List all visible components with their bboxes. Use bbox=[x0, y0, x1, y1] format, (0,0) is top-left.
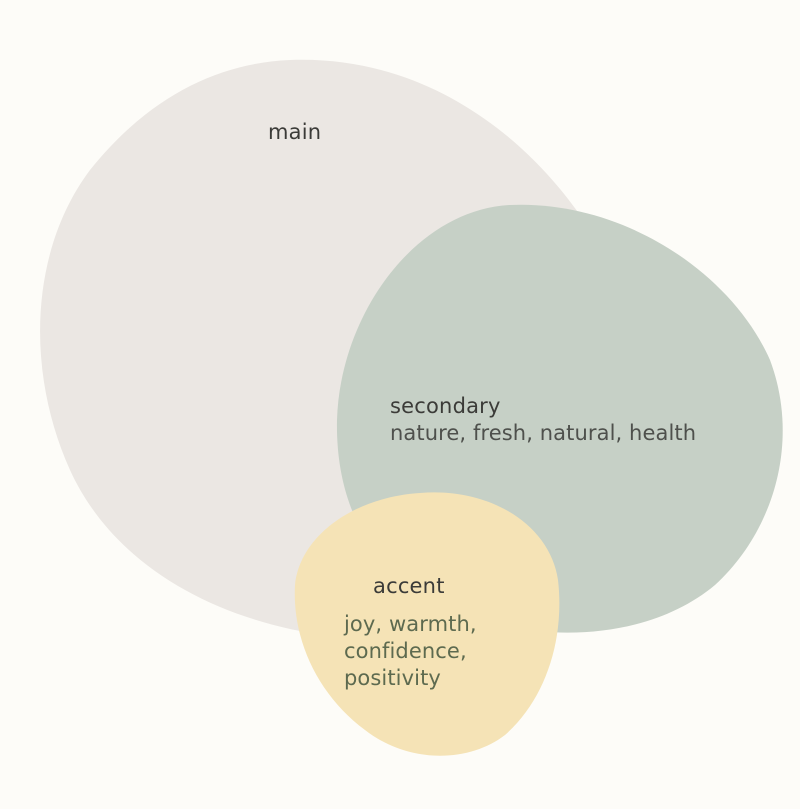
accent-color-blob bbox=[294, 492, 560, 756]
secondary-description: nature, fresh, natural, health bbox=[390, 421, 697, 445]
accent-description-line: confidence, bbox=[344, 639, 467, 663]
accent-label: accent bbox=[373, 574, 445, 598]
accent-description-line: joy, warmth, bbox=[344, 612, 477, 636]
accent-description-line: positivity bbox=[344, 666, 441, 690]
main-label: main bbox=[268, 120, 322, 144]
secondary-label: secondary bbox=[390, 394, 501, 418]
accent-description: joy, warmth, confidence, positivity bbox=[344, 611, 544, 692]
